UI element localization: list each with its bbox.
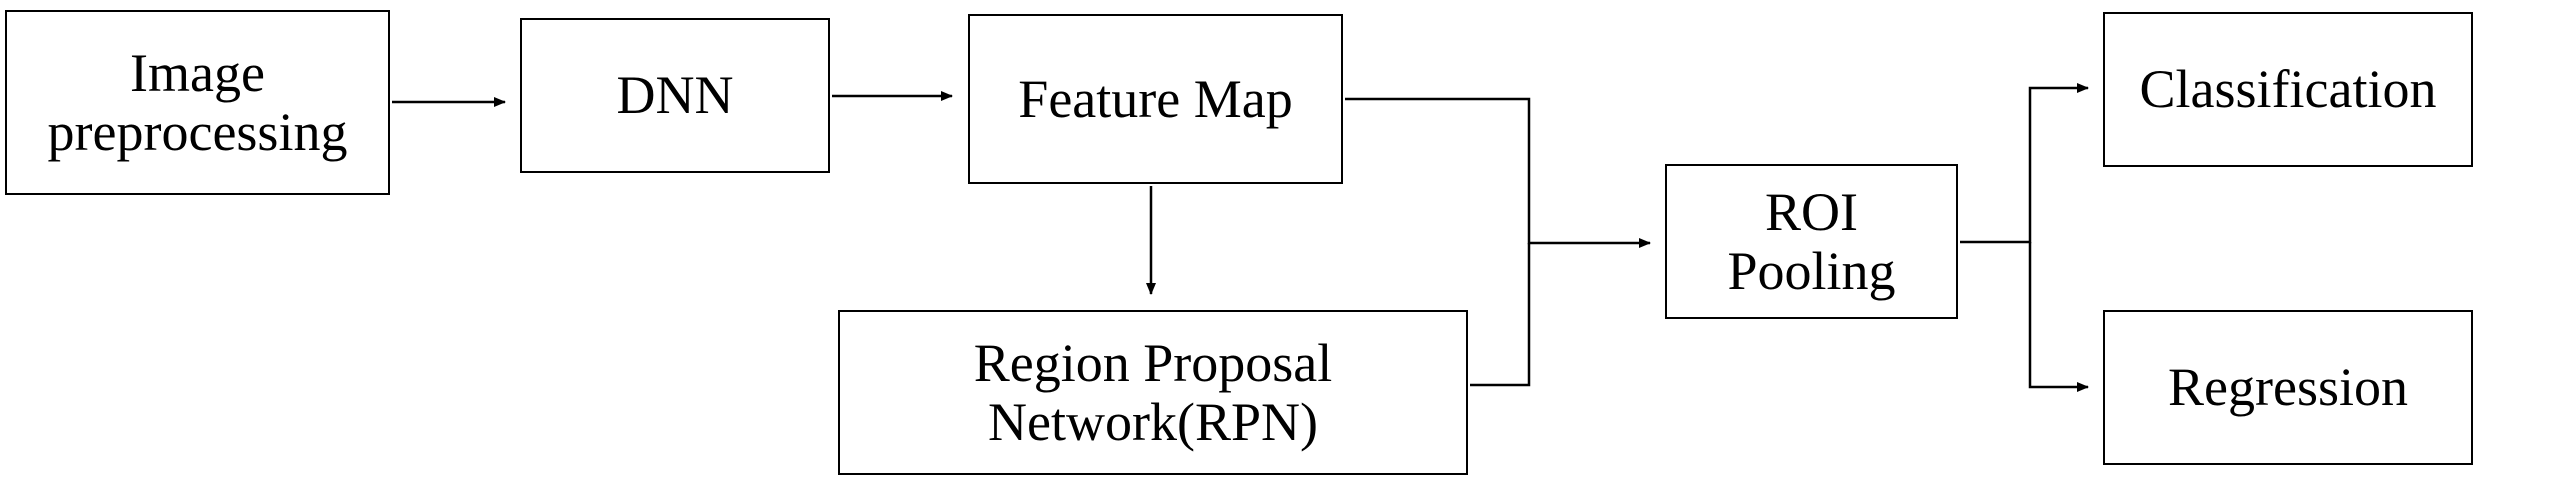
node-classification[interactable]: Classification	[2103, 12, 2473, 167]
node-dnn[interactable]: DNN	[520, 18, 830, 173]
edge-rpn-to-roi-pooling	[1470, 243, 1531, 387]
edge-roi-pooling-to-classification	[1960, 83, 2089, 244]
edge-roi-pooling-to-regression	[2028, 242, 2089, 392]
node-region-proposal-network[interactable]: Region Proposal Network(RPN)	[838, 310, 1468, 475]
node-regression[interactable]: Regression	[2103, 310, 2473, 465]
node-feature-map[interactable]: Feature Map	[968, 14, 1343, 184]
node-roi-pooling[interactable]: ROI Pooling	[1665, 164, 1958, 319]
edge-feature-map-to-roi-pooling	[1345, 97, 1651, 248]
node-image-preprocessing[interactable]: Image preprocessing	[5, 10, 390, 195]
